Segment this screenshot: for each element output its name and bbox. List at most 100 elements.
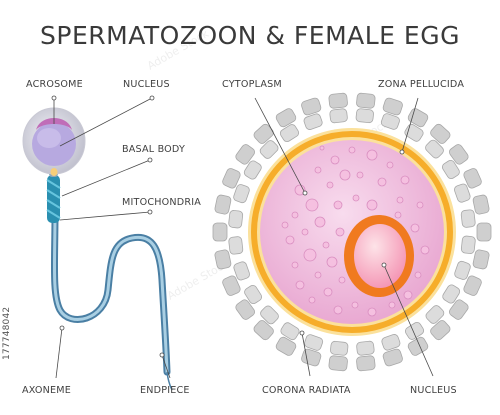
corona-cell (275, 336, 297, 356)
corona-cell (222, 275, 241, 296)
corona-cell (304, 334, 324, 351)
corona-cell (407, 336, 429, 356)
cytoplasm-granule (330, 155, 340, 165)
cytoplasm-granule (335, 227, 345, 237)
cytoplasm-granule (333, 305, 343, 315)
label-axoneme: AXONEME (22, 385, 71, 396)
sperm-tail (50, 210, 171, 376)
corona-cell (233, 184, 250, 204)
cytoplasm-granule (326, 256, 338, 268)
corona-cell (214, 249, 232, 270)
corona-cell (463, 275, 482, 296)
cytoplasm-granule (322, 241, 330, 249)
cytoplasm-granule (314, 166, 322, 174)
cytoplasm-granule (403, 290, 413, 300)
cytoplasm-granule (314, 216, 326, 228)
corona-cell (404, 123, 424, 142)
cytoplasm-granule (285, 235, 295, 245)
cytoplasm-granule (351, 301, 359, 309)
cytoplasm-granule (326, 181, 334, 189)
corona-cell (463, 168, 482, 189)
cytoplasm-granule (366, 199, 378, 211)
label-zona-pellucida: ZONA PELLUCIDA (378, 79, 464, 90)
corona-cell (355, 108, 374, 124)
corona-cell (460, 235, 476, 254)
cytoplasm-granule (377, 177, 387, 187)
label-acrosome: ACROSOME (26, 79, 83, 90)
corona-cell (430, 123, 451, 144)
cytoplasm-granule (416, 201, 424, 209)
corona-cell (243, 160, 262, 180)
corona-cell (214, 194, 232, 215)
cytoplasm-granule (356, 171, 364, 179)
cytoplasm-granule (323, 287, 333, 297)
corona-cell (275, 108, 297, 128)
diagram-title: SPERMATOZOON & FEMALE EGG (40, 21, 460, 50)
label-sperm-nucleus: NUCLEUS (123, 79, 170, 90)
label-corona-radiata: CORONA RADIATA (262, 385, 351, 396)
corona-cell (454, 260, 471, 280)
corona-cell (330, 340, 349, 356)
corona-cell (449, 299, 469, 320)
corona-cell (356, 355, 376, 372)
corona-cell (380, 113, 400, 130)
cytoplasm-granule (339, 169, 351, 181)
corona-cell (222, 168, 241, 189)
corona-cell (425, 139, 444, 159)
sperm-endpiece (166, 371, 173, 391)
corona-radiata-cells (212, 92, 492, 372)
corona-cell (441, 159, 460, 180)
cytoplasm-granule (303, 248, 317, 262)
corona-cell (280, 322, 300, 341)
cytoplasm-granule (420, 245, 430, 255)
cytoplasm-granule (338, 276, 346, 284)
cytoplasm-granules (281, 145, 430, 317)
cytoplasm-granule (319, 145, 325, 151)
basal-body-shape (50, 168, 58, 176)
corona-cell (382, 97, 403, 116)
cytoplasm-granule (305, 198, 319, 212)
cytoplasm-granule (400, 175, 410, 185)
cytoplasm-granule (386, 161, 394, 169)
corona-cell (301, 348, 322, 367)
corona-cell (328, 355, 348, 372)
corona-cell (454, 183, 471, 203)
cytoplasm-granule (366, 149, 378, 161)
label-mitochondria: MITOCHONDRIA (122, 197, 201, 208)
corona-cell (381, 334, 401, 351)
corona-cell (407, 108, 429, 128)
corona-cell (382, 348, 403, 367)
cytoplasm-granule (414, 271, 422, 279)
corona-cell (212, 222, 228, 242)
corona-cell (303, 113, 323, 130)
corona-cell (430, 320, 451, 341)
corona-cell (476, 222, 492, 242)
corona-cell (329, 108, 348, 124)
stock-id: 177748042 (2, 307, 12, 360)
cytoplasm-granule (388, 301, 396, 309)
cytoplasm-granule (314, 271, 322, 279)
cytoplasm-granule (352, 194, 360, 202)
corona-cell (449, 144, 469, 165)
corona-cell (235, 144, 255, 165)
corona-cell (460, 209, 476, 228)
cytoplasm-granule (291, 211, 299, 219)
cytoplasm-granule (291, 261, 299, 269)
corona-cell (425, 305, 445, 324)
corona-cell (328, 92, 348, 109)
label-egg-nucleus: NUCLEUS (410, 385, 457, 396)
label-endpiece: ENDPIECE (140, 385, 190, 396)
cytoplasm-granule (281, 221, 289, 229)
spermatozoon (22, 107, 173, 391)
leader-lines (51, 95, 434, 379)
corona-cell (235, 299, 255, 320)
cytoplasm-granule (396, 196, 404, 204)
label-basal-body: BASAL BODY (122, 144, 185, 155)
corona-cell (279, 124, 300, 143)
cytoplasm-granule (295, 280, 305, 290)
corona-cell (253, 320, 274, 341)
corona-cell (260, 305, 279, 325)
corona-cell (356, 92, 376, 109)
cytoplasm-granule (367, 307, 377, 317)
